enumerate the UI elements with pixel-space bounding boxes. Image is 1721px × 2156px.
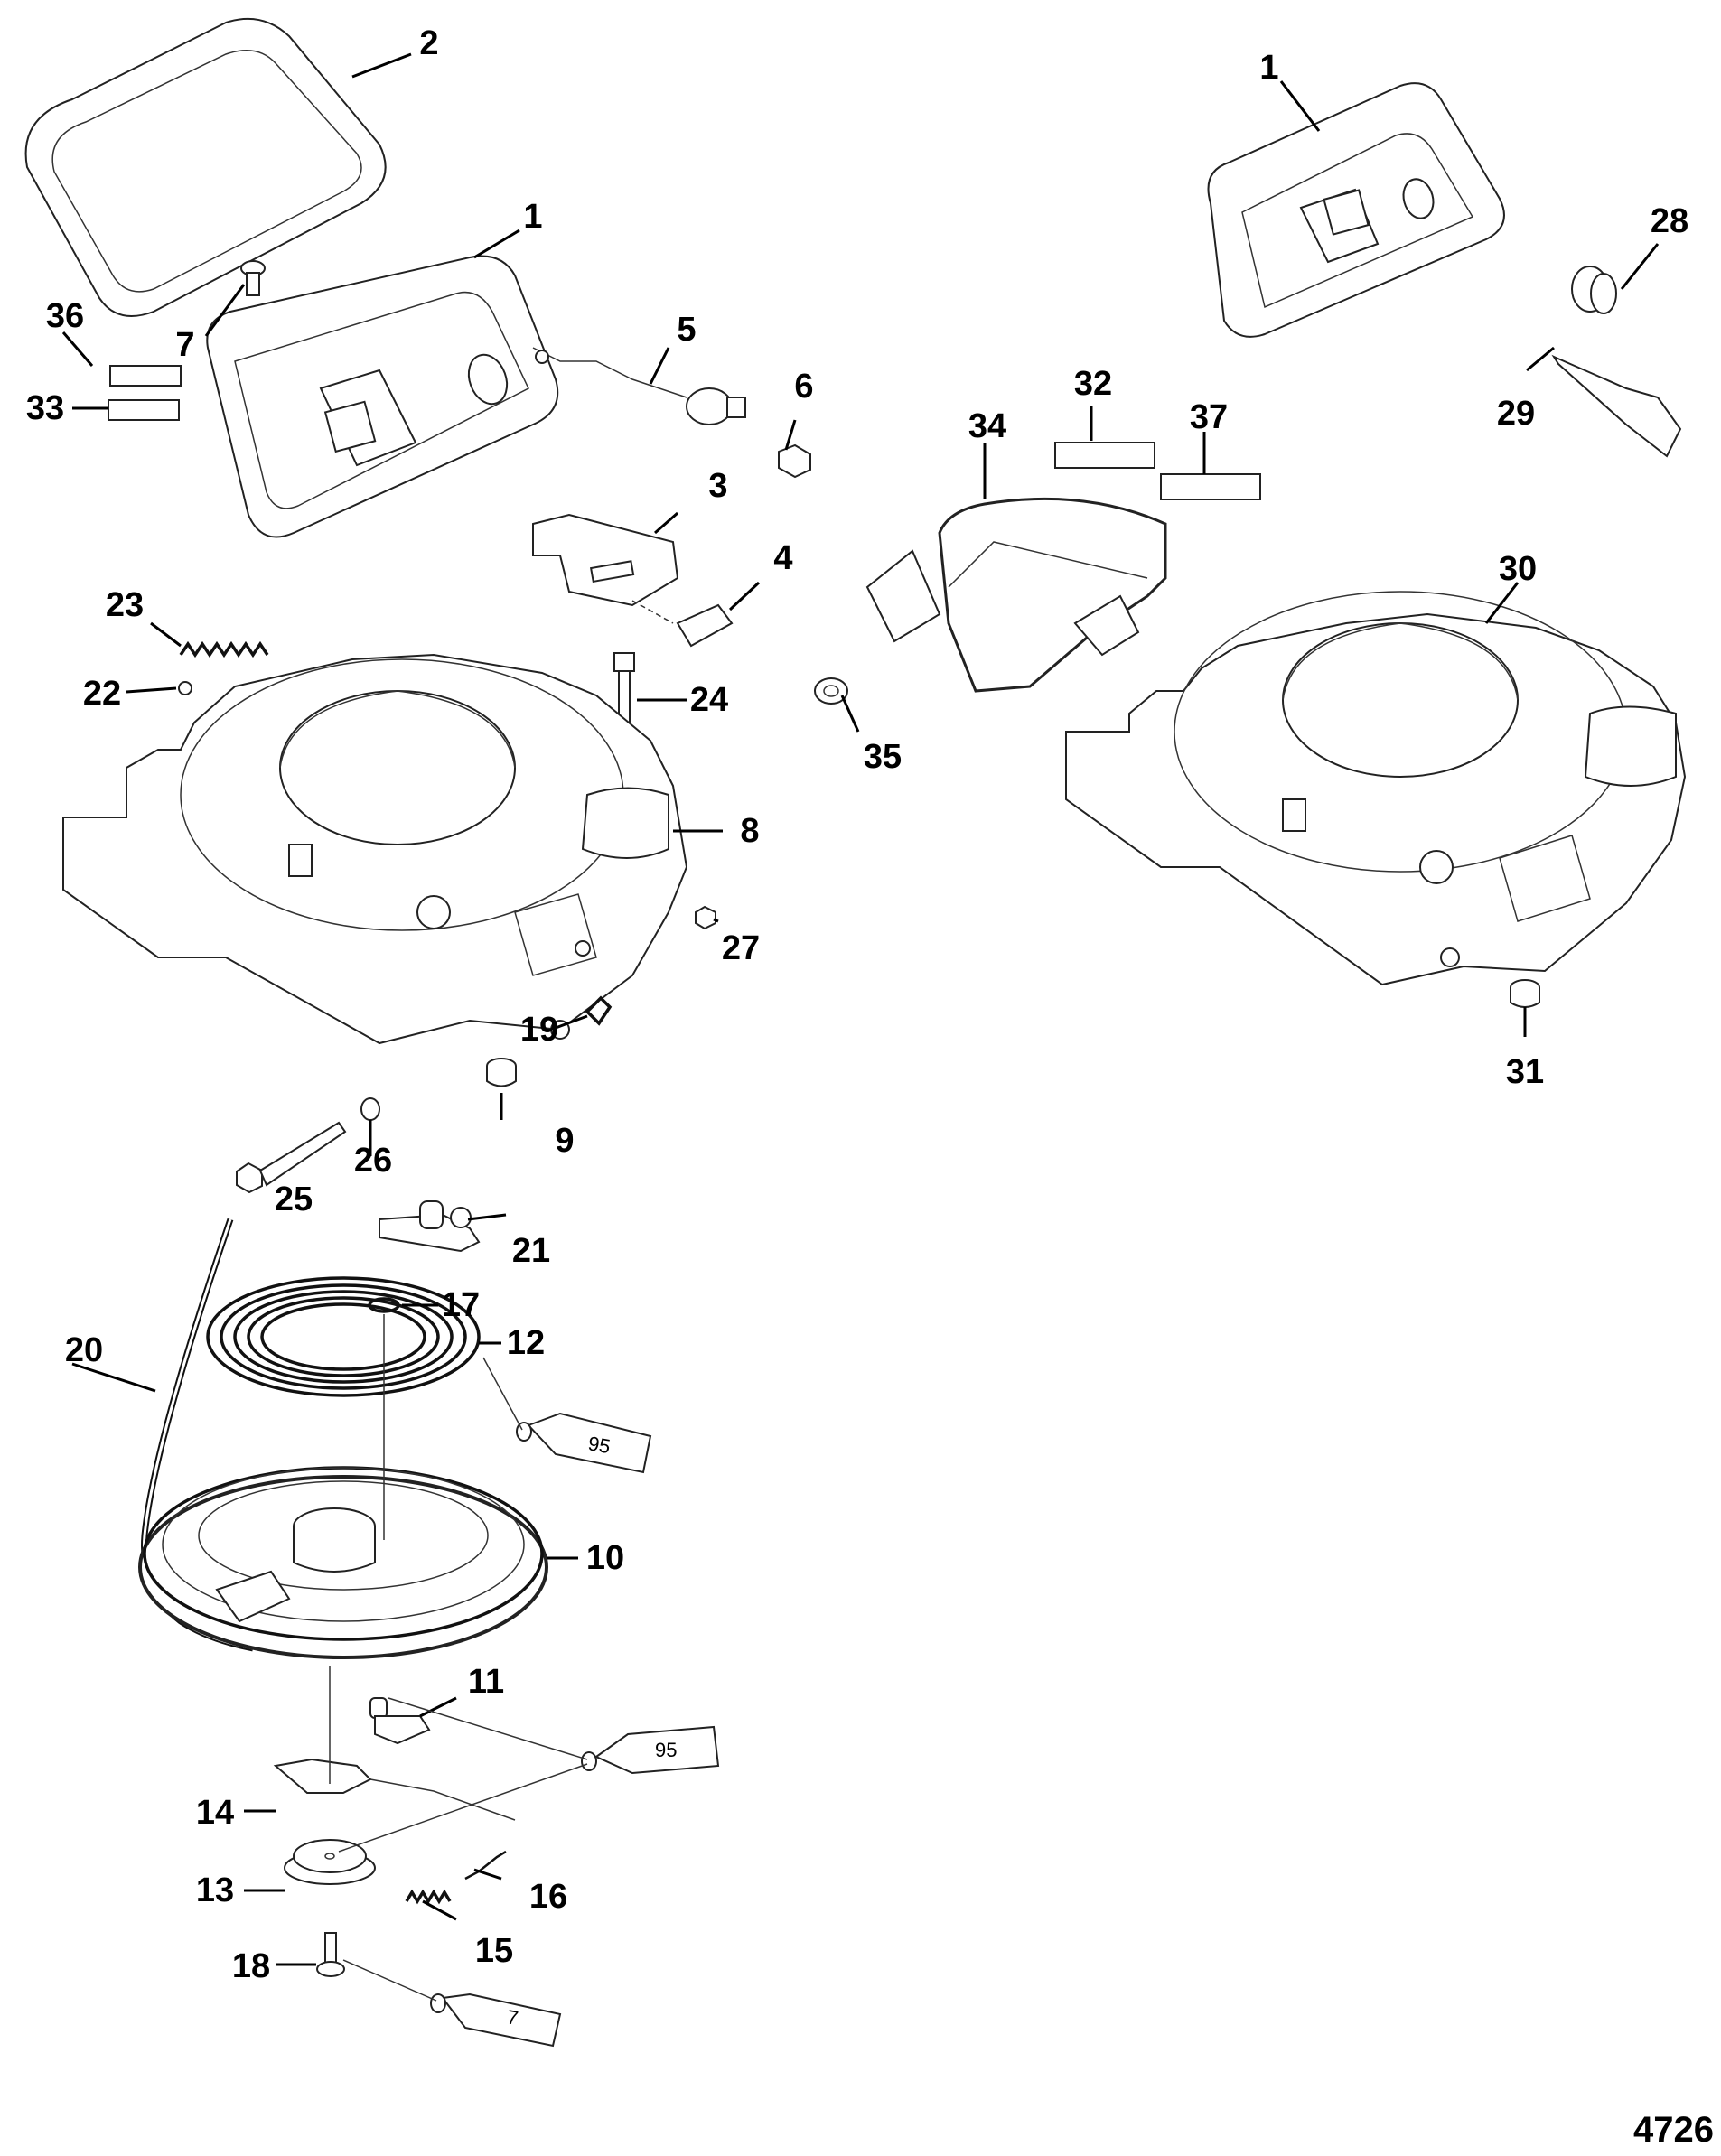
part-6-nut — [778, 443, 811, 479]
part-28-plug — [1571, 266, 1617, 314]
part-1-cover-right — [1207, 82, 1505, 338]
tube-label: 95 — [586, 1432, 612, 1458]
callout-9: 9 — [555, 1122, 575, 1160]
callout-30: 30 — [1498, 550, 1538, 588]
part-5-switch — [532, 347, 746, 425]
callout-31: 31 — [1505, 1053, 1545, 1091]
callout-23: 23 — [105, 586, 145, 624]
callout-11: 11 — [467, 1663, 505, 1701]
part-15-spring — [405, 1889, 452, 1905]
callout-15: 15 — [474, 1932, 514, 1970]
part-4-insert — [676, 603, 734, 648]
part-1-cover-left — [206, 255, 559, 538]
callout-20: 20 — [64, 1331, 104, 1369]
part-8-starter-housing — [62, 653, 688, 1045]
callout-27: 27 — [721, 929, 761, 967]
part-2-gasket — [24, 17, 387, 317]
part-33-label-decal — [108, 399, 180, 421]
leader-lines — [61, 52, 1660, 2002]
part-13-cap — [284, 1839, 376, 1885]
part-25-bolt — [236, 1121, 347, 1194]
part-18-screw — [316, 1932, 345, 1977]
callout-25: 25 — [274, 1181, 313, 1218]
part-35-grommet — [814, 677, 848, 705]
part-36-label-decal — [109, 365, 182, 387]
part-12-recoil-spring — [206, 1276, 481, 1397]
callout-12: 12 — [506, 1324, 546, 1362]
callout-3: 3 — [708, 467, 728, 505]
part-9-grommet — [486, 1058, 517, 1087]
callout-29: 29 — [1496, 395, 1536, 433]
callout-33: 33 — [25, 389, 65, 427]
part-16-spring — [464, 1850, 507, 1881]
callout-21: 21 — [511, 1232, 551, 1270]
callout-17: 17 — [441, 1286, 481, 1324]
callout-8: 8 — [740, 812, 760, 850]
callout-10: 10 — [585, 1539, 625, 1577]
callout-37: 37 — [1189, 398, 1229, 436]
part-10-pulley — [138, 1314, 548, 1659]
part-27-nut — [695, 905, 716, 930]
part-37-label-decal — [1160, 473, 1261, 500]
lubricant-tube-95-b: 95 — [581, 1725, 720, 1775]
callout-36: 36 — [45, 297, 85, 335]
callout-5: 5 — [677, 311, 697, 349]
figure-number: 4726 — [1633, 2110, 1714, 2150]
callout-18: 18 — [231, 1947, 271, 1985]
part-31-grommet — [1510, 979, 1540, 1008]
callout-14: 14 — [195, 1794, 235, 1832]
lubricant-tube-7: 7 — [430, 1993, 562, 2048]
part-17-e-clip — [368, 1297, 400, 1313]
callout-34: 34 — [968, 407, 1007, 445]
callout-22: 22 — [82, 675, 122, 713]
callout-2: 2 — [419, 24, 439, 62]
callout-1: 1 — [523, 198, 543, 236]
part-23-spring — [179, 640, 269, 658]
part-34-cover — [865, 497, 1167, 693]
part-19-clip — [585, 995, 613, 1026]
callout-1: 1 — [1259, 49, 1279, 87]
callout-35: 35 — [863, 738, 903, 776]
callout-26: 26 — [353, 1142, 393, 1180]
callout-6: 6 — [794, 368, 814, 406]
lubricant-tube-95-a: 95 — [516, 1412, 652, 1474]
tube-label: 7 — [505, 2005, 519, 2030]
callout-13: 13 — [195, 1871, 235, 1909]
part-11-pawl — [369, 1697, 431, 1745]
part-32-label-decal — [1054, 442, 1155, 469]
part-3-handle — [532, 513, 679, 607]
part-21-pawl — [379, 1200, 481, 1253]
callout-4: 4 — [773, 539, 793, 577]
part-22-clip — [178, 681, 192, 695]
part-14-plate — [273, 1758, 372, 1794]
callout-32: 32 — [1073, 365, 1113, 403]
callout-28: 28 — [1650, 202, 1689, 240]
part-29-nozzle — [1551, 354, 1682, 458]
part-26-washer — [360, 1097, 380, 1121]
callout-7: 7 — [175, 326, 195, 364]
callout-24: 24 — [689, 681, 729, 719]
tube-label: 95 — [655, 1739, 677, 1761]
callout-19: 19 — [519, 1011, 559, 1049]
callout-16: 16 — [528, 1878, 568, 1916]
part-30-starter-housing — [1065, 591, 1687, 986]
part-7-screw — [240, 260, 266, 296]
